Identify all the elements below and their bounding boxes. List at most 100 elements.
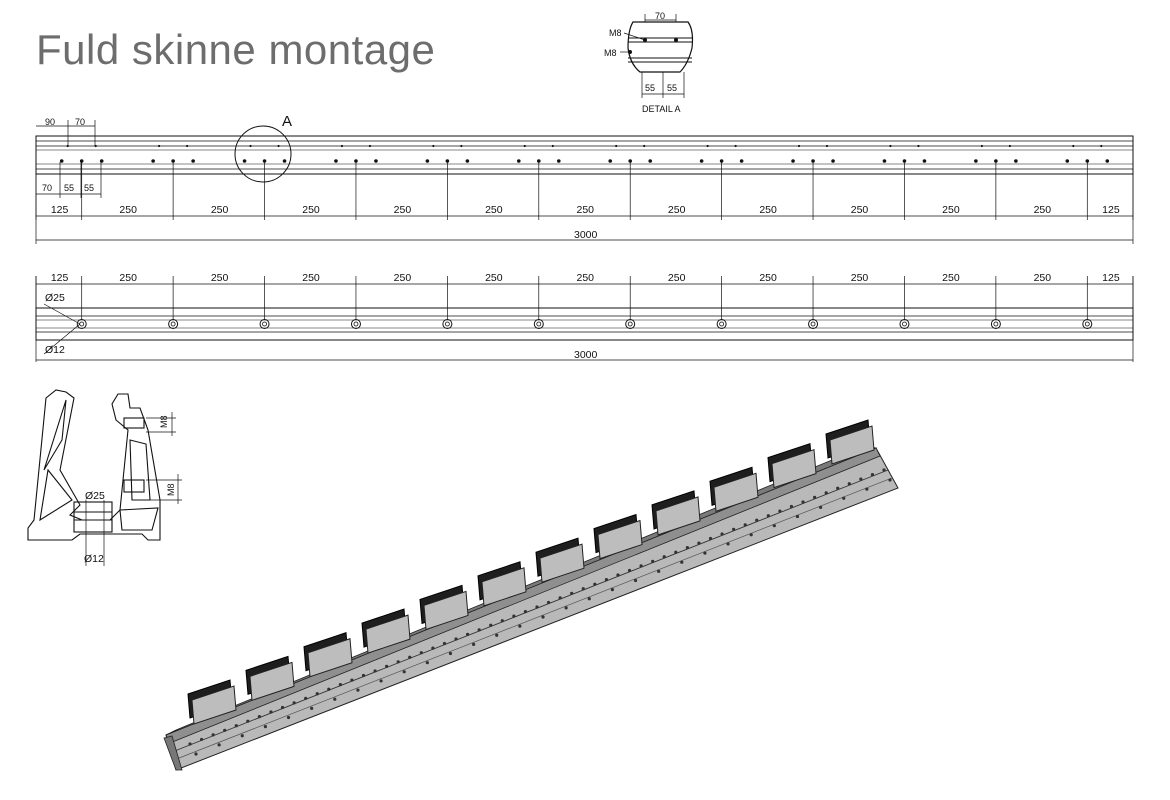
iso-hole — [327, 687, 331, 691]
iso-hole — [477, 628, 481, 632]
bottom-hole-small — [353, 321, 359, 327]
top-spacing-label: 250 — [394, 204, 412, 216]
iso-hole — [257, 715, 261, 719]
top-hole — [628, 159, 633, 163]
bottom-hole-large — [442, 319, 453, 329]
top-thread-hole — [66, 144, 69, 148]
detail-thread-bottom: M8 — [604, 48, 617, 58]
glass-clamp — [825, 419, 875, 465]
iso-hole — [882, 468, 886, 472]
top-thread-hole — [249, 144, 252, 148]
top-hole — [282, 159, 287, 163]
bottom-spacing-label: 250 — [851, 272, 869, 284]
iso-hole — [766, 514, 770, 518]
top-thread-hole — [432, 144, 435, 148]
glass-clamp — [709, 466, 759, 512]
top-hole — [882, 159, 887, 163]
top-thread-hole — [917, 144, 920, 148]
iso-hole — [651, 559, 655, 563]
bottom-spacing-label: 250 — [577, 272, 595, 284]
top-hole — [262, 159, 267, 163]
iso-hole — [373, 669, 377, 673]
top-hole — [334, 159, 338, 163]
bottom-hole-small — [170, 321, 176, 327]
iso-hole — [361, 673, 366, 678]
iso-hole — [819, 505, 823, 509]
iso-hole — [674, 550, 678, 554]
top-spacing-label: 250 — [1034, 204, 1052, 216]
top-hole — [242, 159, 247, 163]
top-thread-hole — [980, 144, 983, 148]
bottom-hole-large — [716, 319, 727, 329]
iso-hole — [385, 664, 389, 668]
bottom-spacing-label: 250 — [119, 272, 137, 284]
iso-hole — [304, 696, 308, 700]
bottom-spacing-label: 250 — [394, 272, 412, 284]
bottom-offset-1: 70 — [42, 183, 52, 193]
iso-hole — [442, 641, 447, 646]
top-thread-hole — [1072, 144, 1075, 148]
iso-hole — [448, 651, 453, 656]
top-hole — [191, 159, 195, 163]
bottom-spacing-label: 250 — [759, 272, 777, 284]
top-hole — [739, 159, 744, 163]
top-hole — [831, 159, 835, 163]
top-hole — [922, 159, 927, 163]
top-hole — [425, 159, 430, 163]
iso-hole — [338, 683, 342, 687]
bottom-hole-small — [536, 321, 542, 327]
bottom-spacing-label: 250 — [942, 272, 960, 284]
bottom-spacing-label: 250 — [1034, 272, 1052, 284]
iso-hole — [610, 588, 615, 592]
bottom-hole-large — [350, 319, 361, 329]
iso-hole — [870, 472, 875, 477]
top-thread-hole — [1008, 144, 1011, 148]
top-hole — [79, 159, 84, 163]
iso-hole — [708, 536, 713, 541]
iso-hole — [425, 661, 429, 665]
detail-a-view: 70 M8 M8 55 55 DETAIL A — [604, 11, 694, 114]
iso-hole — [616, 573, 620, 577]
iso-hole — [240, 734, 244, 738]
top-hole — [974, 159, 978, 163]
bottom-hole-small — [627, 321, 633, 327]
bottom-hole-small — [719, 321, 725, 327]
top-hole — [99, 159, 104, 163]
top-hole — [902, 159, 907, 163]
iso-hole — [824, 491, 828, 495]
glass-clamp — [593, 513, 643, 560]
iso-hole — [217, 743, 221, 747]
bottom-hole-small — [810, 321, 816, 327]
iso-hole — [685, 546, 689, 550]
top-total: 3000 — [574, 229, 598, 241]
top-hole — [354, 159, 358, 163]
iso-hole — [194, 752, 198, 756]
section-dia-large: Ø25 — [85, 490, 105, 502]
iso-hole — [813, 495, 817, 499]
top-hole — [536, 159, 541, 163]
top-hole — [1085, 159, 1090, 163]
iso-hole — [408, 655, 412, 659]
iso-hole — [500, 619, 504, 623]
top-thread-hole — [797, 144, 801, 148]
top-hole — [791, 159, 795, 163]
glass-clamp — [361, 608, 411, 654]
iso-hole — [472, 642, 476, 647]
iso-hole — [627, 568, 632, 573]
top-spacing-label: 125 — [51, 204, 69, 216]
top-thread-hole — [889, 144, 892, 148]
bottom-hole-small — [262, 321, 267, 327]
cross-section — [27, 389, 182, 566]
top-thread-hole — [277, 144, 280, 148]
top-spacing-label: 250 — [302, 204, 320, 216]
top-spacing-label: 250 — [668, 204, 686, 216]
bottom-hole-large — [899, 319, 910, 329]
iso-hole — [454, 637, 458, 641]
top-hole — [719, 159, 724, 163]
iso-hole — [865, 487, 869, 491]
top-hole — [445, 159, 450, 163]
page-title: Fuld skinne montage — [36, 26, 436, 73]
iso-hole — [419, 651, 423, 655]
